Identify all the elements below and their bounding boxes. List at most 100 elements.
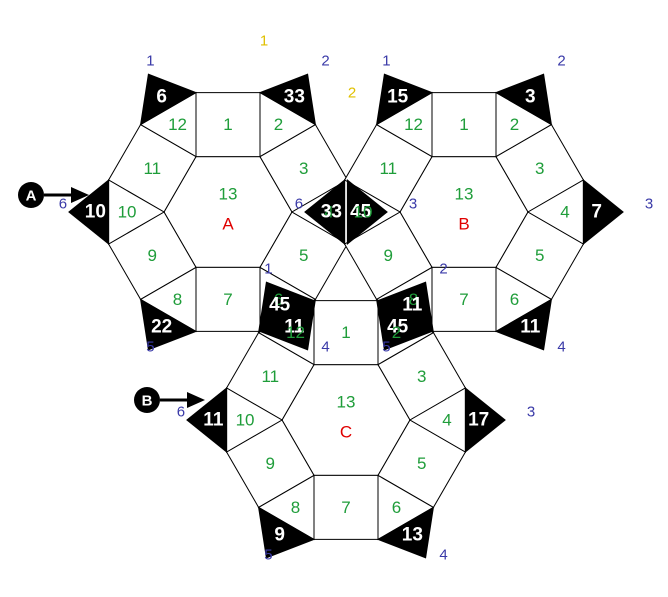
triangle-value: 11 xyxy=(520,316,541,337)
marker-letter: B xyxy=(142,393,153,410)
outer-triangle[interactable] xyxy=(494,298,553,351)
cell-number: 7 xyxy=(223,290,232,309)
hex-label: B xyxy=(458,215,469,234)
cell-number: 9 xyxy=(266,454,275,473)
triangle-value: 45 xyxy=(387,316,409,337)
outer-triangle[interactable] xyxy=(375,73,434,126)
overlay-digit: 2 xyxy=(348,85,356,102)
triangle-value: 6 xyxy=(156,87,167,108)
triangle-value: 9 xyxy=(274,524,285,545)
outer-triangle[interactable] xyxy=(582,178,624,246)
triangle-value: 11 xyxy=(284,316,305,337)
cell-number: 4 xyxy=(324,203,333,222)
triangle-value: 7 xyxy=(591,202,602,223)
overlay-digit: 1 xyxy=(260,33,268,50)
triangle-value: 45 xyxy=(269,295,291,316)
outer-triangle[interactable] xyxy=(186,386,228,454)
cell-number: 9 xyxy=(148,246,157,265)
cell-number: 8 xyxy=(409,290,418,309)
cell-number: 3 xyxy=(417,367,426,386)
cell-number: 4 xyxy=(560,203,569,222)
corner-number: 2 xyxy=(439,261,447,278)
outer-triangle[interactable] xyxy=(376,506,435,559)
cell-number: 6 xyxy=(274,290,283,309)
corner-number: 1 xyxy=(382,53,390,70)
outer-triangle[interactable] xyxy=(258,73,317,126)
outer-triangle[interactable] xyxy=(257,281,316,334)
cell-number: 2 xyxy=(274,115,283,134)
corner-number: 4 xyxy=(321,338,329,355)
cell-number: 6 xyxy=(392,498,401,517)
outer-triangle[interactable] xyxy=(464,386,506,454)
cell-number: 6 xyxy=(510,290,519,309)
cell-number: 8 xyxy=(173,290,182,309)
cell-number: 1 xyxy=(223,115,232,134)
center-value: 13 xyxy=(337,393,356,412)
marker-badge xyxy=(18,182,44,208)
marker-badge xyxy=(134,387,160,413)
hex-label: A xyxy=(222,215,234,234)
triangle-value: 33 xyxy=(284,87,305,108)
corner-number: 5 xyxy=(146,338,154,355)
outer-triangle[interactable] xyxy=(139,298,198,351)
triangle-value: 11 xyxy=(402,295,423,316)
corner-number: 5 xyxy=(264,546,272,563)
cell-number: 3 xyxy=(535,159,544,178)
triangle-value: 15 xyxy=(387,87,409,108)
arrow-head xyxy=(71,187,89,203)
triangle-value: 11 xyxy=(203,410,224,431)
corner-number: 4 xyxy=(439,546,447,563)
cell-number: 12 xyxy=(286,323,305,342)
triangle-value: 3 xyxy=(525,87,536,108)
cell-number: 2 xyxy=(510,115,519,134)
corner-number: 3 xyxy=(527,404,535,421)
outer-triangle[interactable] xyxy=(304,178,346,246)
marker-letter: A xyxy=(26,188,37,205)
corner-number: 5 xyxy=(382,338,390,355)
triangle-value: 10 xyxy=(85,202,106,223)
cell-number: 7 xyxy=(341,498,350,517)
cell-number: 10 xyxy=(236,411,255,430)
center-value: 13 xyxy=(455,185,474,204)
cell-number: 10 xyxy=(354,203,373,222)
cell-number: 5 xyxy=(299,246,308,265)
corner-number: 6 xyxy=(59,196,67,213)
cell-number: 10 xyxy=(118,203,137,222)
triangle-value: 33 xyxy=(321,202,342,223)
cell-number: 1 xyxy=(459,115,468,134)
cell-number: 12 xyxy=(404,115,423,134)
corner-number: 2 xyxy=(321,53,329,70)
cell-number: 11 xyxy=(261,367,279,386)
corner-number: 3 xyxy=(409,196,417,213)
cell-number: 11 xyxy=(143,159,161,178)
outer-triangle[interactable] xyxy=(68,178,110,246)
entry-marker-b[interactable]: B xyxy=(134,387,205,413)
triangle-value: 22 xyxy=(151,316,172,337)
cell-number: 8 xyxy=(291,498,300,517)
corner-number: 6 xyxy=(295,196,303,213)
outer-triangle[interactable] xyxy=(257,506,316,559)
outer-triangle[interactable] xyxy=(494,73,553,126)
cell-number: 9 xyxy=(384,246,393,265)
cell-number: 5 xyxy=(417,454,426,473)
cell-number: 3 xyxy=(299,159,308,178)
triangle-value: 45 xyxy=(350,202,372,223)
cell-number: 11 xyxy=(379,159,397,178)
corner-number: 4 xyxy=(557,338,565,355)
cell-number: 1 xyxy=(341,323,350,342)
corner-number: 2 xyxy=(557,53,565,70)
outer-triangle[interactable] xyxy=(139,73,198,126)
cell-number: 2 xyxy=(392,323,401,342)
outer-triangle[interactable] xyxy=(346,178,388,246)
cell-number: 5 xyxy=(535,246,544,265)
triangle-value: 17 xyxy=(468,410,489,431)
entry-marker-a[interactable]: A xyxy=(18,182,89,208)
outer-triangle[interactable] xyxy=(376,281,435,334)
corner-number: 1 xyxy=(264,261,272,278)
corner-number: 1 xyxy=(146,53,154,70)
cell-number: 7 xyxy=(459,290,468,309)
hex-label: C xyxy=(340,423,352,442)
triangle-value: 13 xyxy=(402,524,423,545)
arrow-head xyxy=(187,392,205,408)
